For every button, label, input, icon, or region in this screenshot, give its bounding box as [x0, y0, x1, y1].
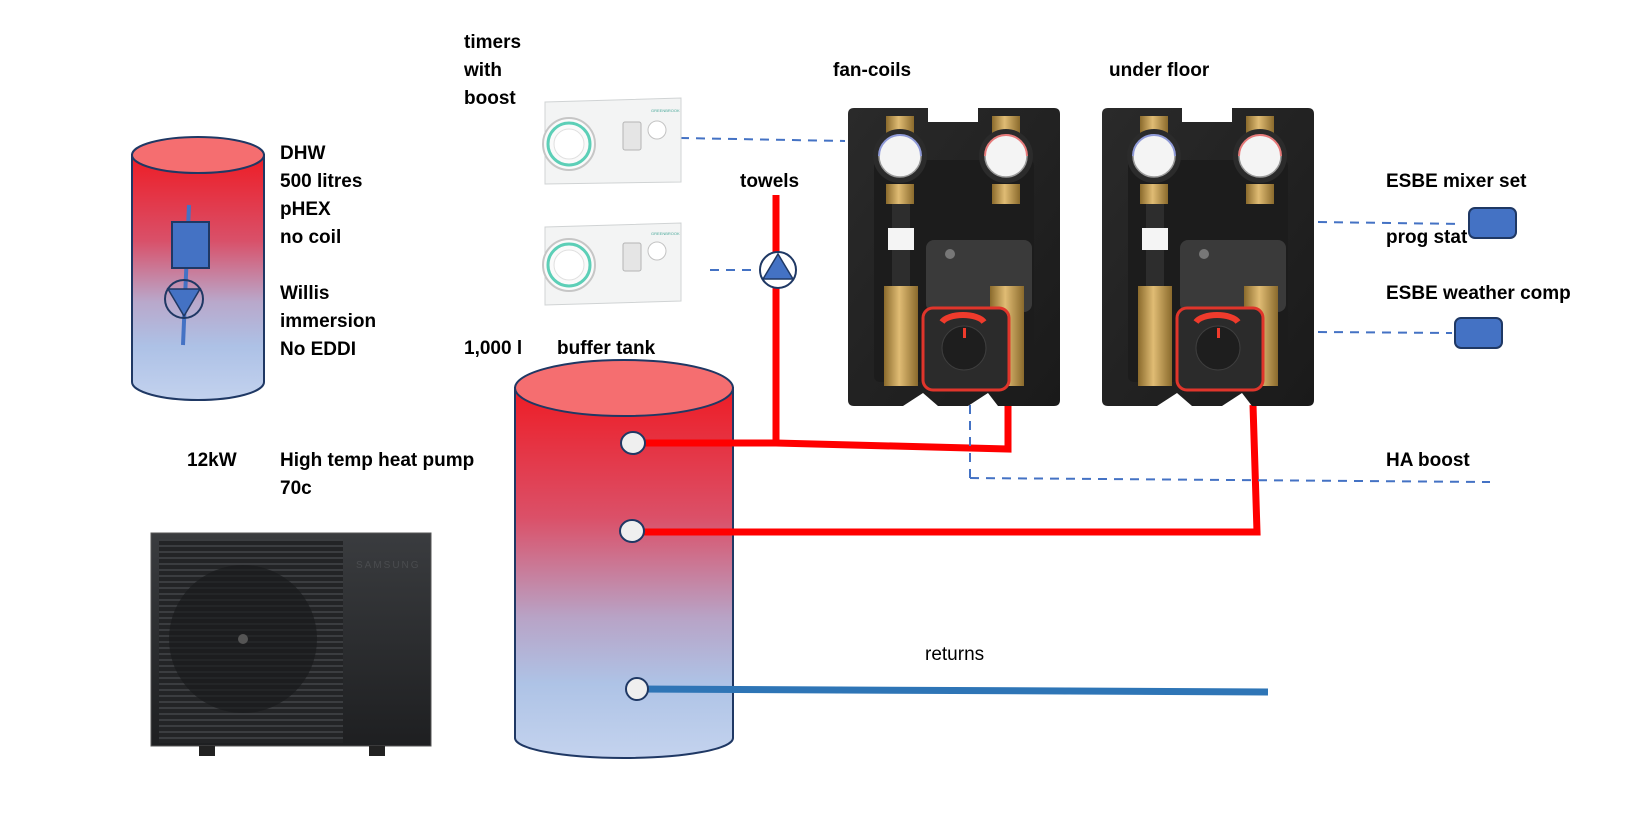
timers-label-line: with	[464, 60, 502, 81]
return-pipe	[636, 685, 1269, 696]
esbe-weather-comp-label: ESBE weather comp	[1386, 283, 1571, 304]
buffer-volume-label: 1,000 l	[464, 338, 523, 359]
under-floor-mixing-station	[1102, 108, 1314, 406]
timer-upper[interactable]: GREENBROOK	[542, 97, 682, 185]
dhw-pump-icon	[164, 279, 204, 319]
timer-lower[interactable]: GREENBROOK	[542, 222, 682, 306]
phex-heat-exchanger-icon	[171, 221, 210, 269]
timers-label-line: boost	[464, 88, 516, 109]
tank-port-bottom	[625, 677, 649, 701]
fan-coil-mixing-station	[848, 108, 1060, 406]
buffer-tank	[514, 359, 734, 759]
dhw-eddi: No EDDI	[280, 339, 356, 360]
fan-coil-flow-pipe	[634, 405, 1012, 453]
timers-label: timers with boost	[464, 29, 521, 113]
heat-pump-temp: 70c	[280, 478, 312, 499]
under-floor-label: under floor	[1109, 60, 1210, 81]
weather-comp-device[interactable]	[1454, 317, 1503, 349]
timer-to-fancoil-line	[679, 137, 846, 142]
dhw-willis: Willis	[280, 283, 330, 304]
pipe-label-sticker	[1142, 228, 1168, 250]
heat-pump-unit: SAMSUNG	[150, 532, 432, 756]
timers-label-line: timers	[464, 32, 522, 53]
tank-port-top	[620, 431, 646, 455]
dhw-tank	[131, 136, 265, 401]
tank-port-middle	[619, 519, 645, 543]
heat-pump-label: High temp heat pump 70c	[280, 447, 474, 503]
heat-pump-power-label: 12kW	[187, 450, 237, 471]
dhw-phex: pHEX	[280, 199, 331, 220]
fan-coils-label: fan-coils	[833, 60, 912, 81]
heat-pump-type: High temp heat pump	[280, 450, 475, 471]
hot-flow-pipes	[633, 195, 1261, 536]
towel-pump-icon	[759, 251, 797, 289]
timer-brand: GREENBROOK	[651, 108, 680, 113]
ha-boost-line	[969, 477, 1491, 483]
pipe-label-sticker	[888, 228, 914, 250]
prog-stat-label: prog stat	[1386, 227, 1468, 248]
underfloor-flow-pipe	[633, 404, 1261, 536]
prog-stat-device[interactable]	[1468, 207, 1517, 239]
ha-boost-label: HA boost	[1386, 450, 1470, 471]
buffer-tank-label: buffer tank	[557, 338, 656, 359]
control-lines	[679, 137, 1491, 483]
mixer-to-progstat-line	[1317, 221, 1463, 225]
mixer-to-weathercomp-line	[1317, 331, 1453, 334]
dhw-spacer	[280, 252, 376, 280]
dhw-capacity: 500 litres	[280, 171, 363, 192]
timer-brand: GREENBROOK	[651, 231, 680, 236]
esbe-mixer-set-label: ESBE mixer set	[1386, 171, 1527, 192]
dhw-tank-label: DHW 500 litres pHEX no coil Willis immer…	[280, 140, 376, 364]
heat-pump-brand: SAMSUNG	[356, 560, 421, 571]
dhw-coil: no coil	[280, 227, 342, 248]
returns-label: returns	[925, 644, 985, 665]
towels-label: towels	[740, 171, 800, 192]
dhw-immersion: immersion	[280, 311, 377, 332]
dhw-line: DHW	[280, 143, 326, 164]
